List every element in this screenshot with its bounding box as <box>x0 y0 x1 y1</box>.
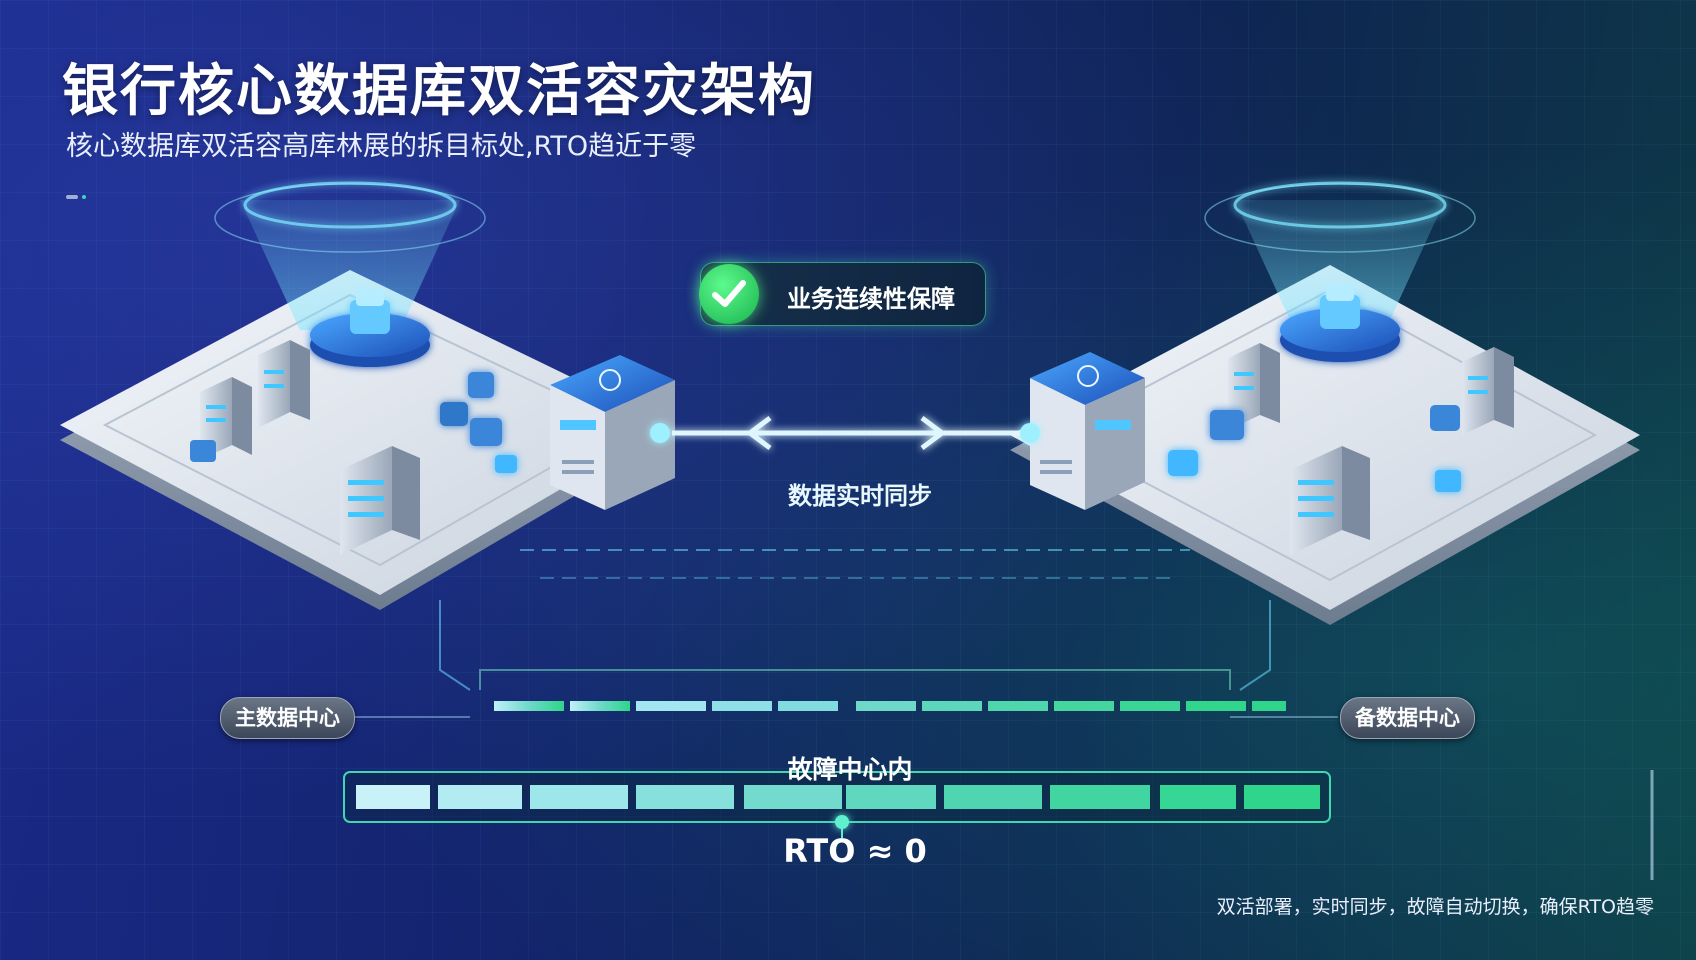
page-subtitle: 核心数据库双活容高库林展的拆目标处,RTO趋近于零 <box>66 131 697 162</box>
sync-arrow <box>650 416 1040 450</box>
sync-label: 数据实时同步 <box>788 482 932 510</box>
page-title: 银行核心数据库双活容灾架构 <box>62 59 816 124</box>
core-database-icon <box>310 290 430 367</box>
slide-indicator <box>66 184 106 199</box>
failure-center-label: 故障中心内 <box>787 755 913 784</box>
rto-value: RTO ≈ 0 <box>783 832 927 870</box>
primary-datacenter-label: 主数据中心 <box>220 697 355 739</box>
server-rack-icon <box>190 340 517 555</box>
footer-caption: 双活部署，实时同步，故障自动切换，确保RTO趋零 <box>1216 896 1654 918</box>
backup-database-icon <box>1280 285 1400 362</box>
backup-datacenter-label: 备数据中心 <box>1340 697 1475 739</box>
rto-progress-bar <box>343 771 1331 838</box>
sync-status-bar <box>494 701 1286 711</box>
backup-datacenter-platform <box>1010 181 1640 625</box>
connection-lines <box>350 549 1654 880</box>
server-rack-icon <box>1168 343 1514 555</box>
primary-datacenter-platform <box>60 181 675 610</box>
badge-label: 业务连续性保障 <box>787 285 955 313</box>
business-continuity-badge: 业务连续性保障 <box>699 262 986 326</box>
gateway-switch-icon <box>1030 352 1145 510</box>
gateway-switch-icon <box>550 355 675 510</box>
check-icon <box>699 264 759 324</box>
